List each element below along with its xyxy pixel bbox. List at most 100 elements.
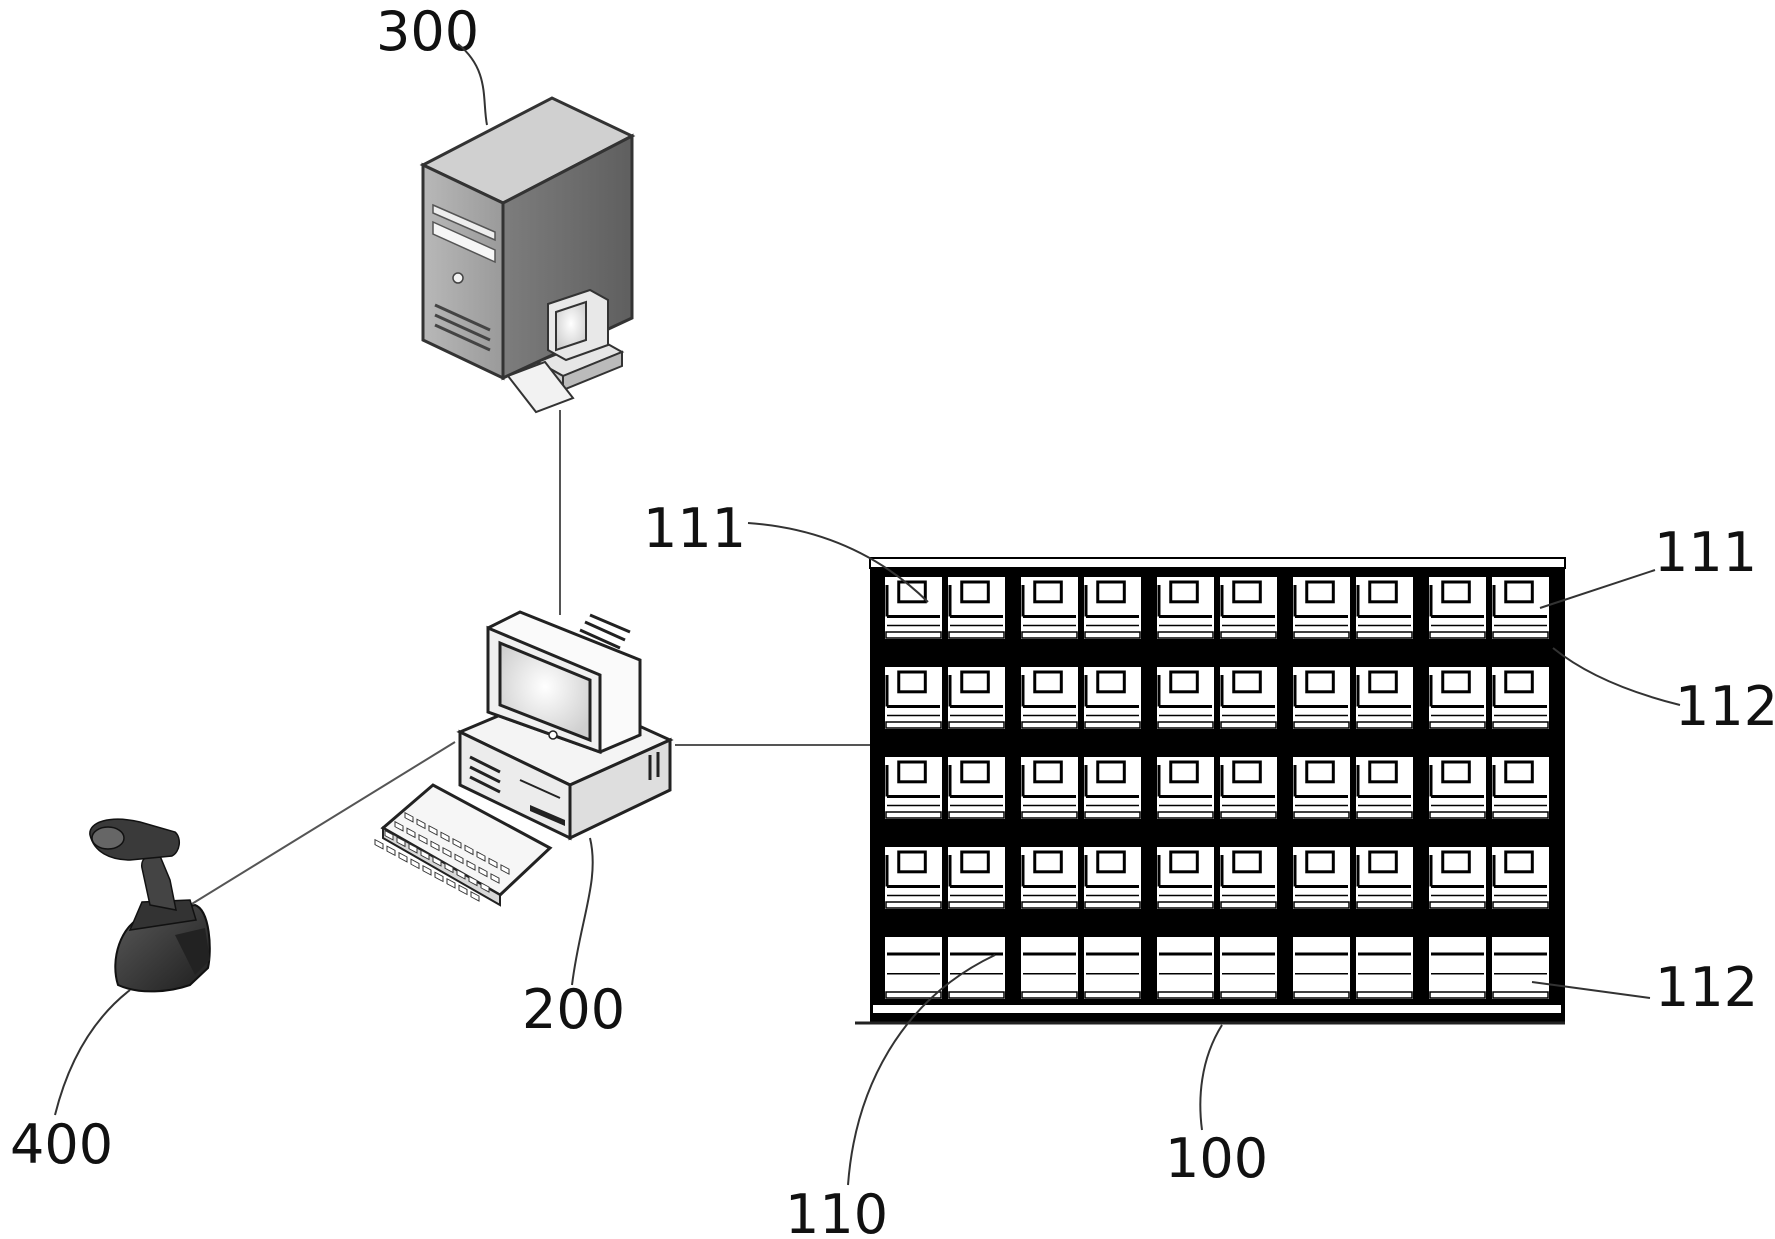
indicator-strip xyxy=(1220,991,1277,999)
compartment-display xyxy=(897,580,927,604)
indicator-strip xyxy=(1021,811,1078,819)
indicator-strip xyxy=(1021,721,1078,729)
compartment-display xyxy=(1096,760,1126,784)
compartment xyxy=(1291,845,1352,911)
indicator-strip xyxy=(948,721,1005,729)
server-icon xyxy=(419,96,636,414)
storage-cabinet xyxy=(855,557,1566,1025)
compartment-display xyxy=(1368,760,1398,784)
compartment xyxy=(1291,755,1352,821)
keyboard-key xyxy=(464,844,474,856)
compartment xyxy=(946,935,1007,1001)
keyboard-key xyxy=(386,845,396,857)
compartment-display xyxy=(1033,850,1063,874)
indicator-strip xyxy=(948,901,1005,909)
compartment-display xyxy=(1504,850,1534,874)
indicator-strip xyxy=(1492,901,1549,909)
leader-112-bottom xyxy=(1531,981,1651,999)
keyboard-key xyxy=(468,875,478,887)
indicator-strip xyxy=(1356,631,1413,639)
compartment-display xyxy=(1305,850,1335,874)
keyboard-key xyxy=(490,873,500,884)
compartment xyxy=(1218,935,1279,1001)
indicator-strip xyxy=(1429,901,1486,909)
compartment-display xyxy=(1441,580,1471,604)
keyboard-key xyxy=(406,827,416,839)
indicator-strip xyxy=(885,991,942,999)
compartment xyxy=(1427,935,1488,1001)
compartment xyxy=(946,845,1007,911)
label-112-right: 112 xyxy=(1675,675,1775,738)
compartment-display xyxy=(960,850,990,874)
compartment xyxy=(1291,935,1352,1001)
computer-icon xyxy=(374,610,674,907)
label-200: 200 xyxy=(522,978,625,1041)
indicator-strip xyxy=(885,901,942,909)
indicator-strip xyxy=(1220,811,1277,819)
keyboard-key xyxy=(434,871,444,883)
keyboard-key xyxy=(430,840,440,852)
compartment-display xyxy=(1368,580,1398,604)
compartment xyxy=(1490,935,1551,1001)
cabinet-top-rail xyxy=(869,557,1566,569)
keyboard-key xyxy=(454,853,464,865)
indicator-strip xyxy=(885,631,942,639)
cabinet-base-rail xyxy=(871,1003,1563,1015)
keyboard-key xyxy=(442,846,452,858)
compartment xyxy=(883,665,944,731)
keyboard-key xyxy=(428,824,438,836)
server-terminal-icon xyxy=(506,288,625,414)
indicator-strip xyxy=(948,991,1005,999)
indicator-strip xyxy=(885,811,942,819)
indicator-strip xyxy=(1220,901,1277,909)
keyboard-key xyxy=(478,866,488,878)
indicator-strip xyxy=(1220,721,1277,729)
leader-200 xyxy=(571,837,594,986)
compartment-display xyxy=(1096,850,1126,874)
indicator-strip xyxy=(1293,991,1350,999)
compartment xyxy=(883,935,944,1001)
label-112-bottom: 112 xyxy=(1655,956,1758,1019)
compartment-display xyxy=(1441,850,1471,874)
indicator-strip xyxy=(1293,721,1350,729)
compartment-display xyxy=(1169,670,1199,694)
indicator-strip xyxy=(1157,811,1214,819)
indicator-strip xyxy=(1429,721,1486,729)
indicator-strip xyxy=(1293,901,1350,909)
keyboard-key xyxy=(384,829,394,841)
compartment-display xyxy=(1232,580,1262,604)
compartment-display xyxy=(960,670,990,694)
keyboard-key xyxy=(444,862,454,874)
keyboard-icon xyxy=(374,783,553,907)
indicator-strip xyxy=(1429,631,1486,639)
compartment-display xyxy=(1368,670,1398,694)
keyboard-key xyxy=(422,864,432,876)
leader-111-left xyxy=(747,522,929,603)
keyboard-key xyxy=(396,836,406,848)
compartment-display xyxy=(1169,760,1199,784)
indicator-strip xyxy=(1084,631,1141,639)
keyboard-key xyxy=(416,818,426,830)
keyboard-key xyxy=(440,831,450,843)
indicator-strip xyxy=(1220,631,1277,639)
compartment-display xyxy=(1033,760,1063,784)
compartment-display xyxy=(1504,760,1534,784)
indicator-strip xyxy=(1293,631,1350,639)
indicator-strip xyxy=(1084,811,1141,819)
compartment xyxy=(1155,935,1216,1001)
keyboard-key xyxy=(420,849,430,861)
compartment-display xyxy=(1441,760,1471,784)
compartment-display xyxy=(897,760,927,784)
label-300: 300 xyxy=(376,0,479,63)
keyboard-key xyxy=(374,838,384,850)
indicator-strip xyxy=(1157,901,1214,909)
keyboard-key xyxy=(418,833,428,845)
indicator-strip xyxy=(1492,811,1549,819)
keyboard-key xyxy=(452,838,462,849)
scanner-to-computer-link xyxy=(181,741,456,911)
barcode-scanner-icon xyxy=(89,818,211,993)
compartment-display xyxy=(1305,760,1335,784)
keyboard-key xyxy=(488,857,498,869)
indicator-strip xyxy=(1293,811,1350,819)
compartment xyxy=(1019,935,1080,1001)
